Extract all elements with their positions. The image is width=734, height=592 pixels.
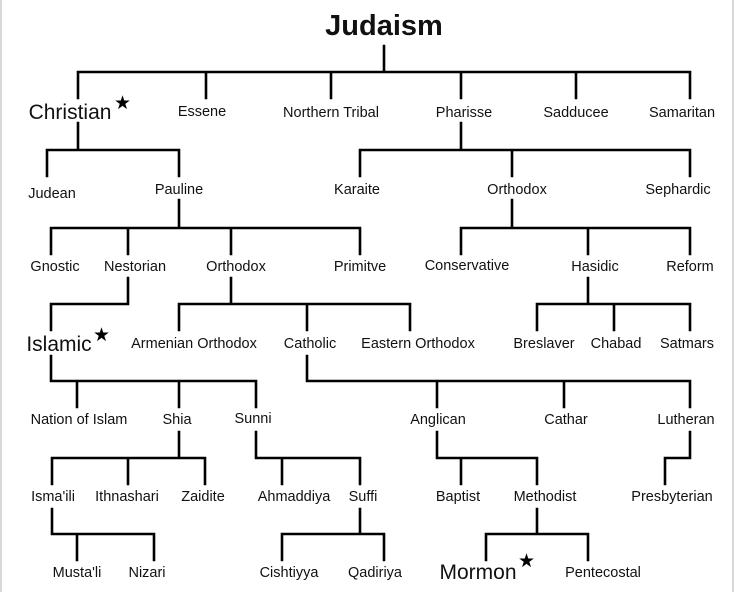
connector-sunni	[254, 430, 362, 486]
connector-suffi	[280, 507, 386, 562]
node-sadducee: Sadducee	[543, 105, 609, 121]
node-lutheran: Lutheran	[657, 412, 715, 428]
node-catholic: Catholic	[283, 336, 337, 352]
node-breslaver: Breslaver	[513, 336, 575, 352]
node-essene: Essene	[177, 104, 227, 120]
node-reform: Reform	[666, 259, 714, 275]
node-islamic: Islamic	[26, 333, 92, 356]
connector-pauline	[49, 198, 362, 256]
node-nation-of-islam: Nation of Islam	[30, 412, 128, 428]
node-pauline: Pauline	[154, 182, 204, 198]
node-cishtiyya: Cishtiyya	[259, 565, 319, 581]
node-anglican: Anglican	[410, 412, 466, 428]
node-satmars: Satmars	[660, 336, 714, 352]
node-nestorian: Nestorian	[103, 259, 167, 275]
star-icon: ★	[93, 324, 111, 346]
node-ahmaddiya: Ahmaddiya	[257, 489, 331, 505]
connector-orthodox-christian	[177, 276, 412, 332]
node-northern-tribal: Northern Tribal	[283, 105, 379, 121]
connector-catholic	[305, 354, 692, 409]
connector-pharisse	[358, 121, 692, 178]
node-suffi: Suffi	[348, 489, 378, 505]
node-karaite: Karaite	[334, 182, 380, 198]
node-primitve: Primitve	[333, 259, 387, 275]
connector-lutheran	[663, 430, 692, 486]
node-samaritan: Samaritan	[648, 105, 716, 121]
node-cathar: Cathar	[544, 412, 588, 428]
node-sunni: Sunni	[234, 411, 272, 427]
connector-orthodox-jewish	[459, 198, 692, 256]
diagram-title: Judaism	[325, 10, 443, 42]
node-orthodox-jewish: Orthodox	[487, 182, 547, 198]
connector-christian	[45, 121, 181, 178]
node-nizari: Nizari	[128, 565, 166, 581]
connector-methodist	[484, 507, 590, 562]
connector-judaism	[76, 44, 692, 100]
node-orthodox-christian: Orthodox	[206, 259, 266, 275]
node-eastern-orthodox: Eastern Orthodox	[361, 336, 475, 352]
node-chabad: Chabad	[590, 336, 642, 352]
connector-nestorian	[49, 276, 130, 332]
star-icon: ★	[518, 550, 536, 572]
node-shia: Shia	[162, 412, 192, 428]
connector-islamic	[49, 354, 258, 409]
node-ithnashari: Ithnashari	[95, 489, 159, 505]
node-hasidic: Hasidic	[571, 259, 619, 275]
connector-hasidic	[535, 276, 692, 332]
node-mustali: Musta'li	[52, 565, 102, 581]
node-conservative: Conservative	[424, 258, 510, 274]
node-presbyterian: Presbyterian	[631, 489, 713, 505]
star-icon: ★	[114, 92, 132, 114]
node-gnostic: Gnostic	[30, 259, 80, 275]
node-christian: Christian	[28, 101, 112, 124]
connector-anglican	[435, 430, 539, 486]
node-pharisse: Pharisse	[435, 105, 493, 121]
connector-shia	[50, 430, 207, 486]
node-ismaili: Isma'ili	[31, 489, 75, 505]
node-qadiriya: Qadiriya	[348, 565, 402, 581]
node-judean: Judean	[28, 186, 76, 202]
connector-ismaili	[50, 507, 156, 562]
node-mormon: Mormon	[439, 561, 517, 584]
node-methodist: Methodist	[513, 489, 577, 505]
node-armenian-orthodox: Armenian Orthodox	[131, 336, 257, 352]
node-pentecostal: Pentecostal	[565, 565, 641, 581]
node-zaidite: Zaidite	[181, 489, 225, 505]
node-sephardic: Sephardic	[645, 182, 711, 198]
node-baptist: Baptist	[435, 489, 481, 505]
